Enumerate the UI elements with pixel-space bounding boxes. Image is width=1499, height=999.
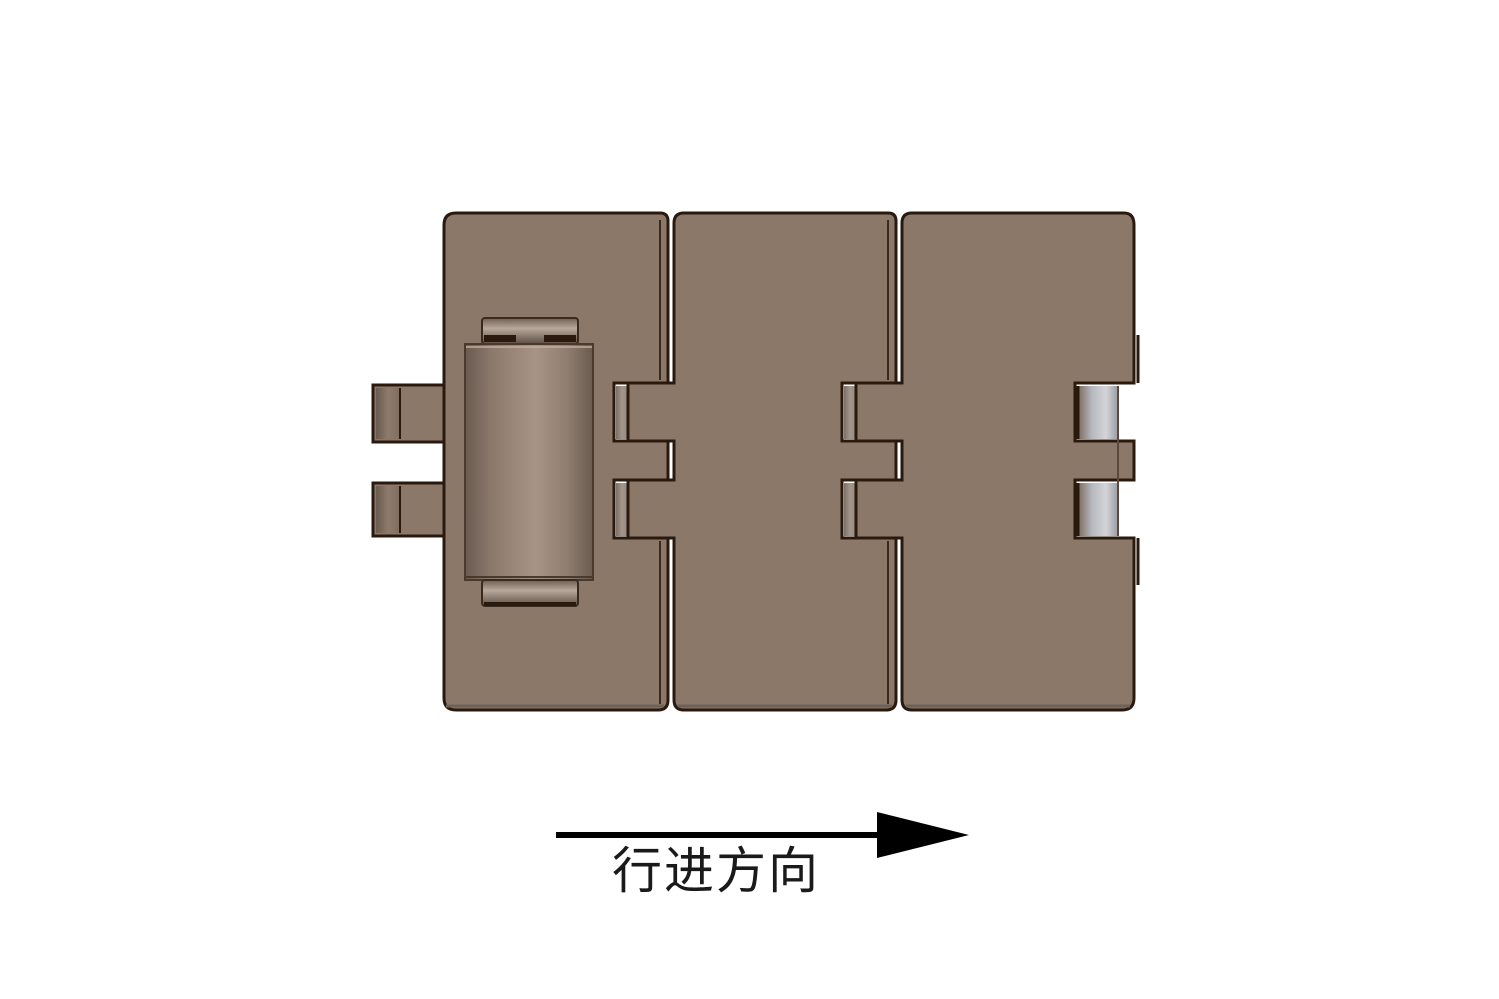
plate-3-body (854, 211, 1136, 712)
plate-2-body (626, 211, 898, 712)
pin-bottom (1078, 483, 1118, 536)
chain-plate-2 (626, 211, 898, 712)
direction-arrow (556, 812, 969, 858)
chain-plate-1 (371, 211, 670, 712)
roller-body (464, 343, 594, 581)
pin-top (1078, 386, 1118, 439)
chain-plate-3 (854, 211, 1140, 712)
direction-label: 行进方向 (612, 842, 820, 900)
arrow-head (877, 812, 969, 858)
roller (464, 317, 594, 607)
